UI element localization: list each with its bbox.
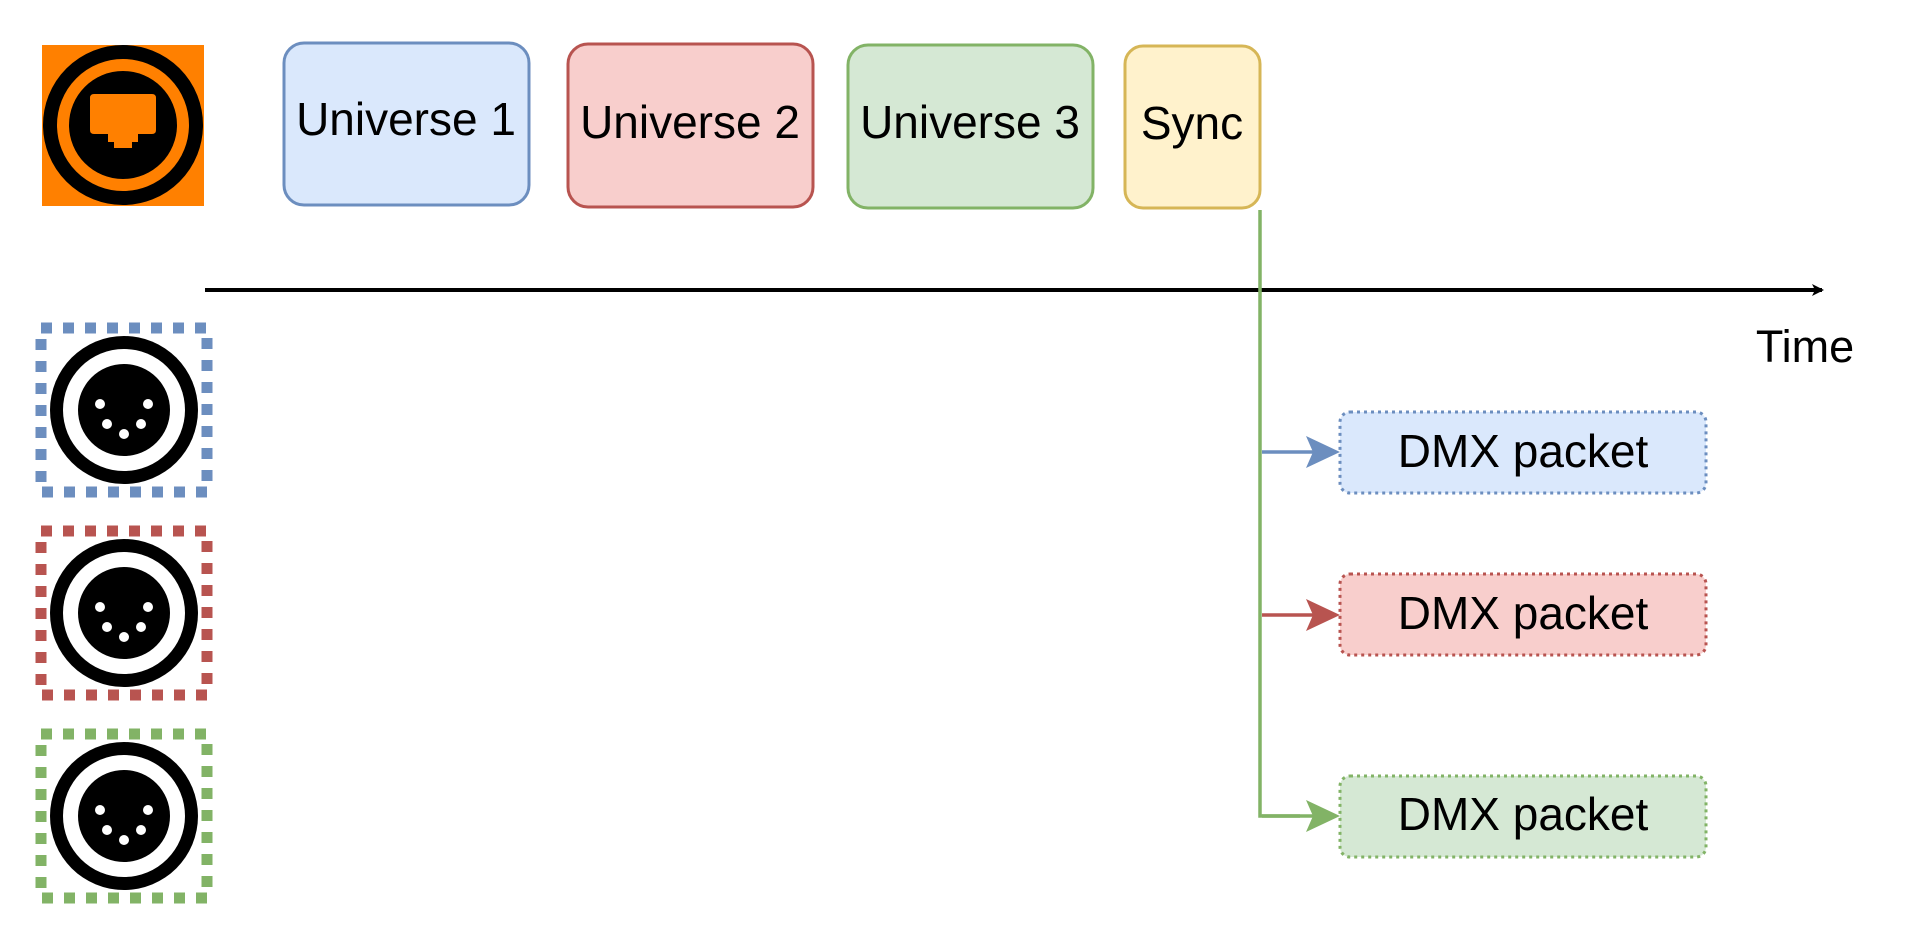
dmx-connector-icon [35, 322, 213, 498]
dmx-connector-icon [35, 525, 213, 701]
dmx-packet-label: DMX packet [1398, 587, 1649, 639]
dmx-packet-universe-1: DMX packet [1338, 410, 1708, 495]
sync-trigger-connector [1258, 210, 1300, 818]
dmx-connector-icon [35, 728, 213, 904]
time-axis: Time [205, 284, 1854, 372]
sync-arrow-universe-1 [1262, 436, 1340, 468]
packet-label: Universe 2 [580, 96, 800, 148]
dmx-packet-label: DMX packet [1398, 788, 1649, 840]
packet-universe-2: Universe 2 [566, 42, 815, 209]
sync-arrow-universe-2 [1262, 599, 1340, 631]
dmx-packet-universe-3: DMX packet [1338, 774, 1708, 859]
packet-universe-1: Universe 1 [282, 41, 531, 207]
ethernet-port-icon [42, 45, 204, 206]
packet-universe-3: Universe 3 [846, 43, 1095, 210]
packet-label: Sync [1141, 97, 1243, 149]
dmx-packet-universe-2: DMX packet [1338, 572, 1708, 657]
dmx-packet-label: DMX packet [1398, 425, 1649, 477]
time-axis-label: Time [1756, 321, 1854, 372]
packet-label: Universe 3 [860, 96, 1080, 148]
sync-arrow-universe-3 [1262, 800, 1340, 832]
packet-label: Universe 1 [296, 93, 516, 145]
packet-sync: Sync [1123, 44, 1262, 210]
